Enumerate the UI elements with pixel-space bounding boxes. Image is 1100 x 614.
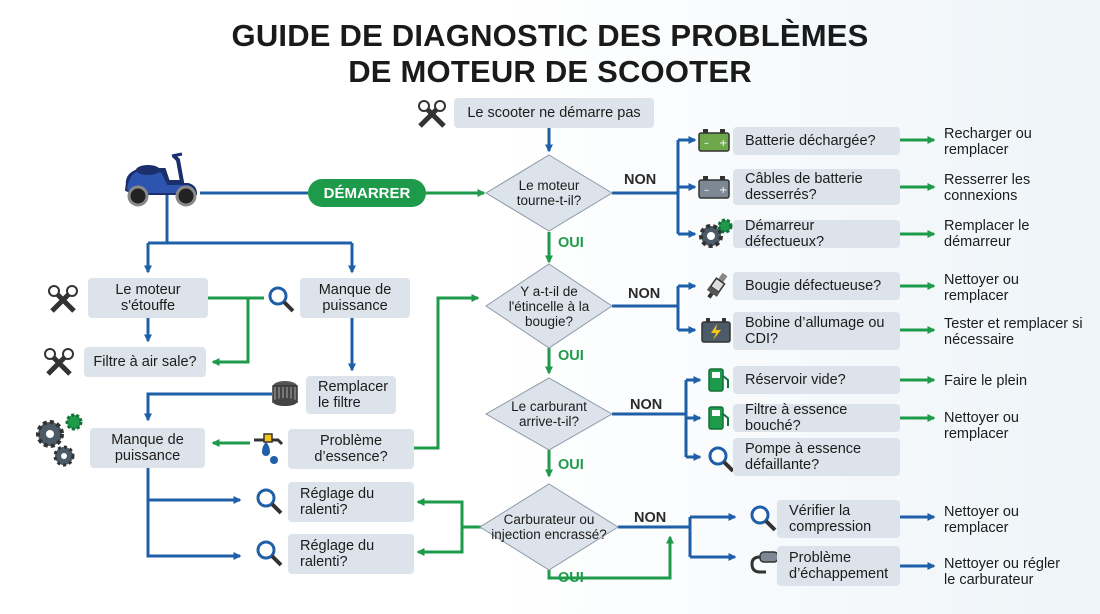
result-recharge: Recharger ou remplacer [944,126,1032,158]
dirty-air-filter-box: Filtre à air sale? [84,347,206,377]
fuel-problem-box: Problème d’essence? [288,429,414,469]
replace-filter-box: Remplacer le filtre [306,376,396,414]
engine-stall-label: Le moteur s'étouffe [115,282,181,314]
scooter-icon [118,150,202,208]
check-fuel-filter: Filtre à essence bouché? [733,402,900,434]
title-line-2: DE MOTEUR DE SCOOTER [348,54,752,89]
check-fuel-pump: Pompe à essence défaillante? [733,438,900,476]
decision-q1: Le moteur tourne-t-il? [500,176,598,210]
svg-text:+: + [719,185,727,196]
result-tighten: Resserrer les connexions [944,172,1031,204]
dirty-air-filter-label: Filtre à air sale? [93,354,197,370]
magnifier-icon-compression [748,503,778,533]
decision-q3: Le carburant arrive-t-il? [500,397,598,431]
check-ignition-coil-label: Bobine d’allumage ou CDI? [745,315,885,347]
svg-text:+: + [719,138,727,149]
idle-adjust-label-1: Réglage du ralenti? [300,486,375,518]
title-line-1: GUIDE DE DIAGNOSTIC DES PROBLÈMES [231,18,869,53]
magnifier-icon-power [266,284,296,314]
fuel-problem-label: Problème d’essence? [314,433,388,465]
check-tank: Réservoir vide? [733,366,900,394]
lack-power-box-2: Manque de puissance [90,428,205,468]
lack-power-label-2: Manque de puissance [111,432,184,464]
svg-text:–: – [704,138,709,149]
idle-adjust-box-1: Réglage du ralenti? [288,482,414,522]
check-starter: Démarreur défectueux? [733,218,900,250]
non-label-q3: NON [630,397,663,413]
result-replace-starter: Remplacer le démarreur [944,218,1030,250]
start-button-label: DÉMARRER [323,184,411,202]
svg-text:–: – [704,185,709,196]
decision-q2: Y a-t-il de l'étincelle à la bougie? [504,283,594,329]
non-label-q4: NON [634,510,667,526]
idle-adjust-label-2: Réglage du ralenti? [300,538,375,570]
decision-q2-label: Y a-t-il de l'étincelle à la bougie? [508,283,590,329]
fuel-filter-icon [706,404,732,432]
decision-q4-label: Carburateur ou injection encrassé? [491,512,607,542]
wrench-icon-stall [46,283,80,315]
decision-q1-label: Le moteur tourne-t-il? [516,178,582,208]
decision-diamonds [479,154,619,571]
start-button[interactable]: DÉMARRER [308,179,426,207]
result-test-coil: Tester et remplacer si nécessaire [944,316,1083,348]
engine-stall-box: Le moteur s'étouffe [88,278,208,318]
check-tank-label: Réservoir vide? [745,372,846,388]
magnifier-icon-idle-1 [254,486,284,516]
result-clean-plug: Nettoyer ou remplacer [944,272,1019,304]
oui-label-q1: OUI [558,235,584,251]
gear-icon [697,218,733,250]
check-fuel-filter-label: Filtre à essence bouché? [745,402,848,434]
result-clean-filter: Nettoyer ou remplacer [944,410,1019,442]
spark-plug-icon [703,270,731,302]
check-spark-plug-label: Bougie défectueuse? [745,278,882,294]
gears-icon [32,412,88,468]
wrench-icon-air [42,346,76,378]
check-battery-label: Batterie déchargée? [745,133,876,149]
non-label-q1: NON [624,172,657,188]
check-battery: Batterie déchargée? [733,127,900,155]
check-ignition-coil: Bobine d’allumage ou CDI? [733,312,900,350]
lack-power-label-1: Manque de puissance [318,282,392,314]
magnifier-icon-pump [706,444,736,474]
start-problem-label: Le scooter ne démarre pas [467,105,641,121]
decision-diamond-q2 [485,263,613,349]
result-adjust-carburetor: Nettoyer ou régler le carburateur [944,556,1061,588]
battery-icon: –+ [697,127,731,153]
check-exhaust: Problème d’échappement [777,546,900,586]
non-label-q2: NON [628,286,661,302]
check-cables-label: Câbles de batterie desserrés? [745,171,863,203]
lack-power-box-1: Manque de puissance [300,278,410,318]
check-fuel-pump-label: Pompe à essence défaillante? [745,441,862,473]
oui-label-q2: OUI [558,348,584,364]
start-problem-box: Le scooter ne démarre pas [454,98,654,128]
page-title: GUIDE DE DIAGNOSTIC DES PROBLÈMES DE MOT… [180,18,920,90]
exhaust-icon [748,548,780,578]
oui-label-q3: OUI [558,457,584,473]
fuel-pump-icon [706,366,732,394]
replace-filter-label: Remplacer le filtre [318,379,389,411]
check-spark-plug: Bougie défectueuse? [733,272,900,300]
fuel-drop-icon [252,428,286,468]
decision-diamond-q1 [485,154,613,232]
check-starter-label: Démarreur défectueux? [745,218,825,250]
air-filter-icon [270,378,300,408]
check-cables: Câbles de batterie desserrés? [733,169,900,205]
idle-adjust-box-2: Réglage du ralenti? [288,534,414,574]
check-compression-label: Vérifier la compression [789,503,872,535]
decision-q4: Carburateur ou injection encrassé? [486,510,612,544]
decision-diamond-q4 [479,483,619,571]
result-refuel: Faire le plein [944,373,1028,389]
result-clean-compression: Nettoyer ou remplacer [944,504,1019,536]
ignition-coil-icon [700,316,732,344]
wrench-icon [414,96,450,132]
check-compression: Vérifier la compression [777,500,900,538]
decision-q3-label: Le carburant arrive-t-il? [511,399,587,429]
decision-diamond-q3 [484,377,614,451]
oui-label-q4: OUI [558,570,584,586]
check-exhaust-label: Problème d’échappement [789,550,889,582]
battery-icon-cables: –+ [697,174,731,200]
magnifier-icon-idle-2 [254,538,284,568]
